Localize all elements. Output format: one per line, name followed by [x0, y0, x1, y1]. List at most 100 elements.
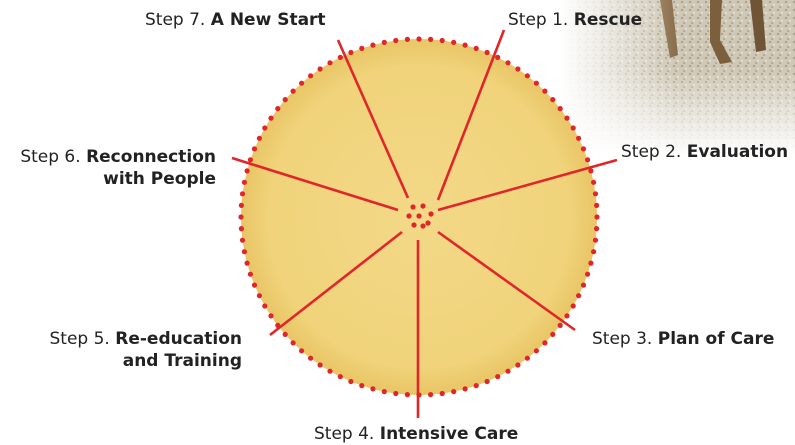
rim-dot — [348, 378, 354, 385]
rim-dot — [533, 80, 540, 86]
rim-dot — [495, 54, 501, 61]
rim-dot — [238, 226, 244, 232]
rim-dot — [505, 368, 511, 374]
rim-dot — [256, 293, 262, 299]
hub-dot — [406, 213, 412, 219]
rim-dot — [244, 260, 250, 266]
rim-dot — [282, 331, 288, 337]
rim-dot — [557, 322, 563, 328]
rim-dot — [404, 36, 410, 43]
rim-dot — [550, 97, 556, 103]
rim-dot — [594, 214, 600, 220]
wheel-rim-dots — [238, 36, 600, 398]
rim-dot — [473, 383, 479, 389]
rim-dot — [557, 106, 563, 112]
step-2-label: Step 2. Evaluation — [621, 142, 789, 162]
rim-dot — [359, 383, 365, 389]
spoke-step-6 — [231, 156, 399, 212]
rim-dot — [348, 49, 354, 56]
rim-dot — [570, 125, 576, 131]
rim-dot — [428, 36, 434, 43]
rim-dot — [484, 49, 490, 56]
rim-dot — [451, 389, 457, 395]
rim-dot — [262, 303, 268, 309]
rim-dot — [238, 214, 244, 220]
rim-dot — [247, 271, 253, 277]
step-3-label: Step 3. Plan of Care — [592, 329, 775, 349]
rim-dot — [282, 97, 288, 103]
rim-dot — [317, 362, 323, 368]
rim-dot — [439, 390, 445, 397]
spoke-step-2 — [437, 158, 618, 212]
rim-dot — [591, 179, 597, 185]
rim-dot — [247, 157, 253, 163]
rim-dot — [308, 73, 314, 79]
rim-dot — [290, 340, 296, 346]
rim-dot — [317, 66, 323, 72]
hub-dot — [425, 220, 431, 226]
step-6-label: Step 6. Reconnection with People — [20, 147, 216, 189]
hub-dot — [411, 222, 417, 228]
hub-dot — [416, 213, 422, 219]
rim-dot — [393, 37, 399, 44]
rim-dot — [337, 54, 343, 61]
hub-dot — [428, 211, 434, 217]
rim-dot — [524, 73, 531, 79]
rim-dot — [576, 135, 582, 141]
wheel-hub — [406, 203, 434, 229]
rim-dot — [268, 115, 274, 121]
rim-dot — [592, 191, 599, 197]
rim-dot — [580, 282, 587, 288]
spoke-step-7 — [336, 39, 410, 199]
rim-dot — [238, 202, 244, 208]
rim-dot — [515, 66, 521, 72]
rim-dot — [299, 80, 305, 86]
rim-dot — [542, 88, 548, 94]
wheel-spokes — [231, 29, 618, 418]
rim-dot — [262, 125, 268, 131]
rim-dot — [542, 340, 548, 346]
rim-dot — [580, 146, 587, 152]
rim-dot — [308, 355, 314, 361]
rim-dot — [588, 168, 594, 174]
rim-dot — [594, 226, 600, 232]
rim-dot — [244, 168, 250, 174]
step-7-label: Step 7. A New Start — [145, 10, 326, 30]
rim-dot — [592, 237, 599, 243]
hub-dot — [420, 203, 426, 209]
rim-dot — [327, 60, 333, 66]
rim-dot — [327, 368, 333, 374]
rim-dot — [591, 249, 597, 255]
rim-dot — [268, 313, 274, 319]
rim-dot — [299, 348, 305, 354]
rim-dot — [585, 271, 591, 277]
step-1-label: Step 1. Rescue — [508, 10, 643, 30]
rim-dot — [550, 331, 556, 337]
rim-dot — [337, 374, 343, 380]
rim-dot — [505, 60, 511, 66]
rim-dot — [290, 88, 296, 94]
rim-dot — [524, 355, 531, 361]
rim-dot — [428, 392, 434, 398]
rim-dot — [495, 374, 501, 380]
step-4-label: Step 4. Intensive Care — [314, 424, 519, 444]
rim-dot — [564, 115, 570, 121]
rim-dot — [570, 303, 576, 309]
rim-dot — [462, 386, 468, 392]
rim-dot — [451, 39, 457, 46]
rim-dot — [381, 389, 387, 395]
rim-dot — [515, 362, 521, 368]
rim-dot — [594, 202, 600, 208]
rim-dot — [416, 36, 422, 42]
rim-dot — [576, 293, 582, 299]
rim-dot — [370, 42, 376, 48]
rim-dot — [251, 282, 258, 288]
rim-dot — [241, 249, 247, 255]
rim-dot — [370, 386, 376, 392]
rim-dot — [256, 135, 262, 141]
spoke-step-3 — [437, 230, 576, 332]
rim-dot — [251, 146, 258, 152]
rim-dot — [359, 45, 365, 52]
rim-dot — [585, 157, 591, 163]
hub-dot — [410, 204, 416, 210]
